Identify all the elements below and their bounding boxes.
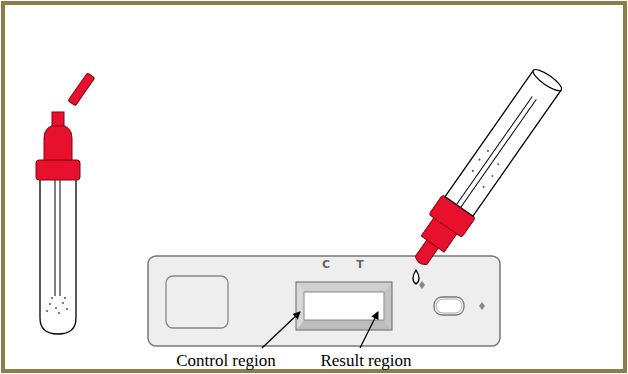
sample-drop — [413, 270, 419, 284]
control-mark: C — [322, 258, 330, 271]
sample-tube-left — [36, 73, 95, 334]
sample-tube-right — [403, 65, 567, 275]
picture-frame — [3, 3, 625, 371]
test-mark: T — [356, 258, 364, 271]
region-label: Result region — [320, 351, 411, 371]
region-label: Control region — [176, 351, 276, 371]
test-cassette — [148, 256, 500, 346]
leader-arrow — [360, 312, 378, 348]
leader-arrow — [262, 312, 300, 348]
